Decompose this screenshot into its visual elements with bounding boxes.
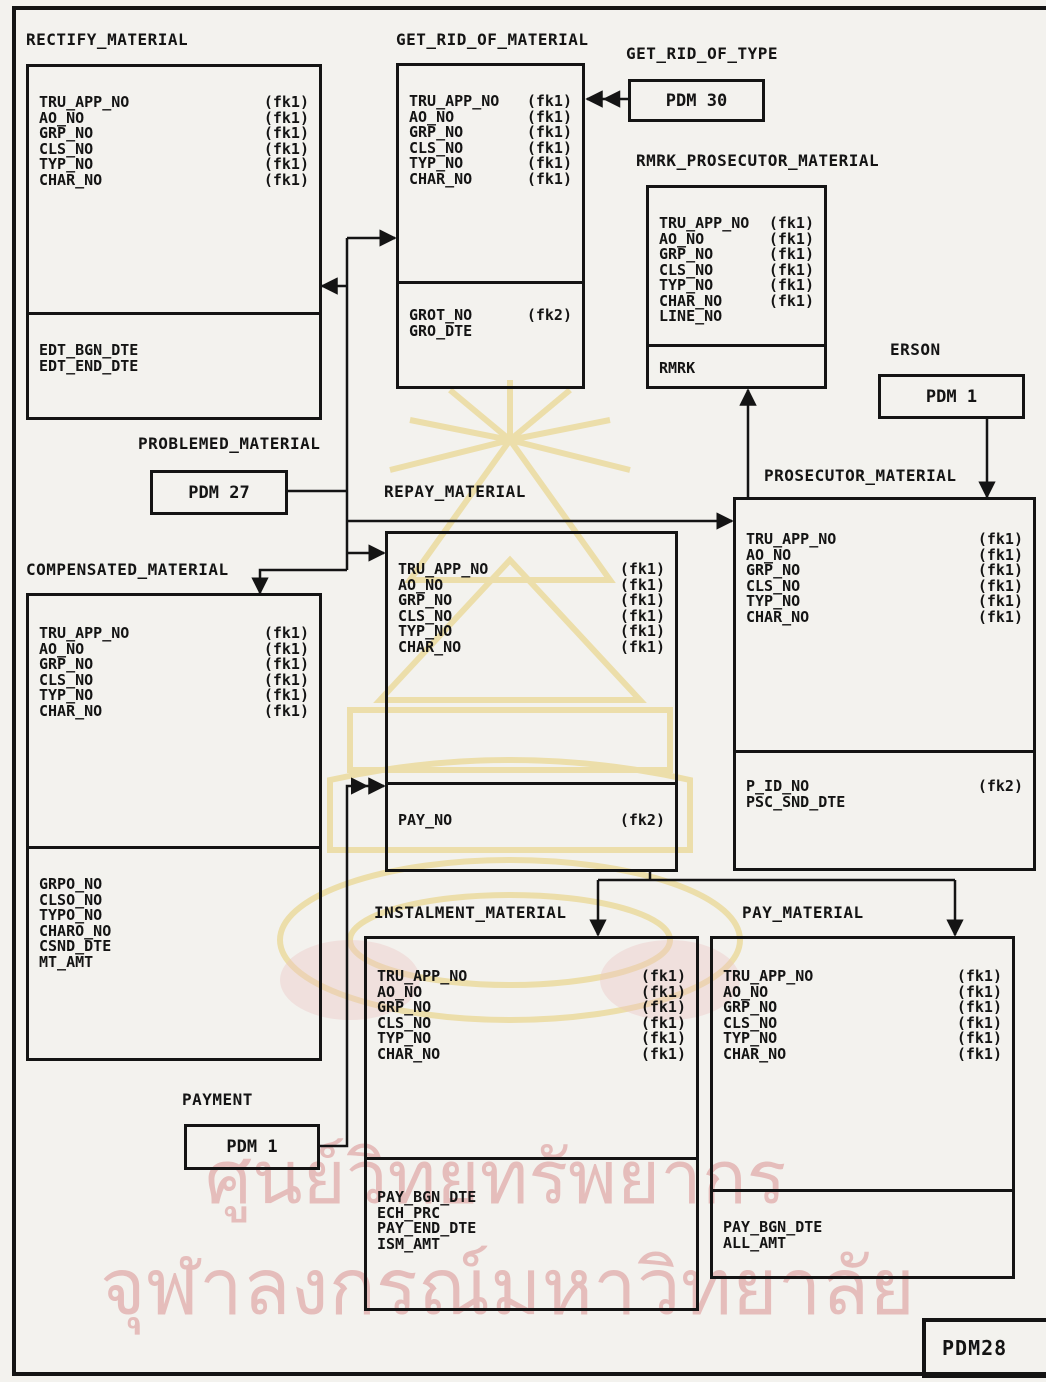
entity-prosecutor-material[interactable]: TRU_APP_NO(fk1) AO_NO(fk1) GRP_NO(fk1) C… <box>733 497 1036 871</box>
attribute-row: CHAR_NO(fk1) <box>736 610 1033 626</box>
attribute-row: CHAR_NO(fk1) <box>388 640 675 656</box>
key-section: TRU_APP_NO(fk1) AO_NO(fk1) GRP_NO(fk1) C… <box>29 626 319 719</box>
attribute-section: EDT_BGN_DTE EDT_END_DTE <box>29 312 319 417</box>
entity-title: COMPENSATED_MATERIAL <box>26 560 229 579</box>
key-section: TRU_APP_NO(fk1) AO_NO(fk1) GRP_NO(fk1) C… <box>736 532 1033 625</box>
ref-title-get-rid-of-type: GET_RID_OF_TYPE <box>626 44 778 63</box>
entity-title: GET_RID_OF_MATERIAL <box>396 30 589 49</box>
attribute-row: CHAR_NO(fk1) <box>29 173 319 189</box>
ref-title-erson: ERSON <box>890 340 941 359</box>
attribute-row: LINE_NO <box>649 309 824 325</box>
attribute-row: EDT_END_DTE <box>29 359 319 375</box>
attribute-section: P_ID_NO(fk2) PSC_SND_DTE <box>736 750 1033 868</box>
attribute-row: CHAR_NO(fk1) <box>29 704 319 720</box>
ref-box-pdm30[interactable]: PDM 30 <box>628 79 765 122</box>
entity-instalment-material[interactable]: TRU_APP_NO(fk1) AO_NO(fk1) GRP_NO(fk1) C… <box>364 936 699 1311</box>
attribute-row: PSC_SND_DTE <box>736 795 1033 811</box>
ref-label: PDM 1 <box>926 387 977 407</box>
ref-box-pdm27[interactable]: PDM 27 <box>150 470 288 515</box>
ref-title-problemed-material: PROBLEMED_MATERIAL <box>138 434 320 453</box>
attribute-row: CHAR_NO(fk1) <box>399 172 582 188</box>
ref-label: PDM 1 <box>226 1137 277 1157</box>
key-section: TRU_APP_NO(fk1) AO_NO(fk1) GRP_NO(fk1) C… <box>388 562 675 655</box>
key-section: TRU_APP_NO(fk1) AO_NO(fk1) GRP_NO(fk1) C… <box>713 969 1012 1062</box>
ref-box-payment-pdm1[interactable]: PDM 1 <box>184 1124 320 1170</box>
entity-repay-material[interactable]: TRU_APP_NO(fk1) AO_NO(fk1) GRP_NO(fk1) C… <box>385 531 678 872</box>
attribute-section: PAY_NO(fk2) <box>388 782 675 869</box>
ref-label: PDM 27 <box>188 483 249 503</box>
attribute-row: PAY_NO(fk2) <box>388 813 675 829</box>
key-section: TRU_APP_NO(fk1) AO_NO(fk1) GRP_NO(fk1) C… <box>399 94 582 187</box>
entity-compensated-material[interactable]: TRU_APP_NO(fk1) AO_NO(fk1) GRP_NO(fk1) C… <box>26 593 322 1061</box>
entity-rectify-material[interactable]: TRU_APP_NO(fk1) AO_NO(fk1) GRP_NO(fk1) C… <box>26 64 322 420</box>
entity-title: RMRK_PROSECUTOR_MATERIAL <box>636 151 879 170</box>
attribute-section: PAY_BGN_DTE ECH_PRC PAY_END_DTE ISM_AMT <box>367 1157 696 1308</box>
key-section: TRU_APP_NO(fk1) AO_NO(fk1) GRP_NO(fk1) C… <box>367 969 696 1062</box>
attribute-row: ISM_AMT <box>367 1237 696 1253</box>
entity-title: RECTIFY_MATERIAL <box>26 30 188 49</box>
key-section: TRU_APP_NO(fk1) AO_NO(fk1) GRP_NO(fk1) C… <box>29 95 319 188</box>
page-label-text: PDM28 <box>942 1336 1007 1360</box>
attribute-row: MT_AMT <box>29 955 319 971</box>
ref-box-erson-pdm1[interactable]: PDM 1 <box>878 374 1025 419</box>
key-section: TRU_APP_NO(fk1) AO_NO(fk1) GRP_NO(fk1) C… <box>649 216 824 325</box>
ref-label: PDM 30 <box>666 91 727 111</box>
attribute-section: PAY_BGN_DTE ALL_AMT <box>713 1189 1012 1276</box>
attribute-row: CHAR_NO(fk1) <box>367 1047 696 1063</box>
entity-pay-material[interactable]: TRU_APP_NO(fk1) AO_NO(fk1) GRP_NO(fk1) C… <box>710 936 1015 1279</box>
entity-title: REPAY_MATERIAL <box>384 482 526 501</box>
ref-title-payment: PAYMENT <box>182 1090 253 1109</box>
entity-title: INSTALMENT_MATERIAL <box>374 903 567 922</box>
attribute-row: CHAR_NO(fk1) <box>713 1047 1012 1063</box>
entity-rmrk-prosecutor-material[interactable]: TRU_APP_NO(fk1) AO_NO(fk1) GRP_NO(fk1) C… <box>646 185 827 389</box>
attribute-row: GRO_DTE <box>399 324 582 340</box>
attribute-section: RMRK <box>649 344 824 386</box>
attribute-section: GRPO_NO CLSO_NO TYPO_NO CHARO_NO CSND_DT… <box>29 846 319 1058</box>
entity-get-rid-of-material[interactable]: TRU_APP_NO(fk1) AO_NO(fk1) GRP_NO(fk1) C… <box>396 63 585 389</box>
edge-to-compensated <box>260 570 347 593</box>
attribute-row: ALL_AMT <box>713 1236 1012 1252</box>
attribute-row: RMRK <box>649 361 824 377</box>
entity-title: PAY_MATERIAL <box>742 903 864 922</box>
entity-title: PROSECUTOR_MATERIAL <box>764 466 957 485</box>
attribute-section: GROT_NO(fk2) GRO_DTE <box>399 281 582 386</box>
page-label: PDM28 <box>922 1318 1046 1378</box>
